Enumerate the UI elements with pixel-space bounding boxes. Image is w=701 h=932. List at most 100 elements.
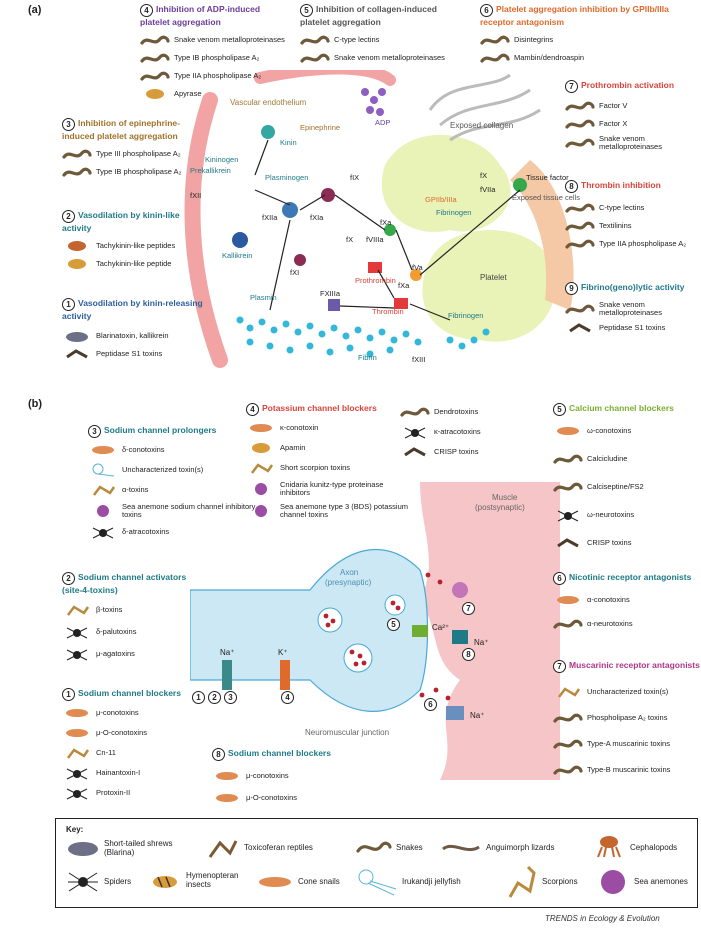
footer-credit: TRENDS in Ecology & Evolution bbox=[545, 914, 660, 923]
key-spiders: Spiders bbox=[104, 877, 132, 886]
ca-channel bbox=[412, 625, 428, 637]
label-prothrombin: Prothrombin bbox=[355, 276, 396, 285]
kallikrein-node bbox=[232, 232, 248, 248]
label-na: Na⁺ bbox=[220, 648, 234, 657]
label-fxa-2: fXa bbox=[398, 281, 410, 290]
label-fx-1: fX bbox=[480, 171, 487, 180]
marker-4: 4 bbox=[281, 691, 297, 709]
label-fxiiia: FXIIIa bbox=[320, 289, 341, 298]
label-fviiia: fVIIIa bbox=[366, 235, 384, 244]
marker-7: 7 bbox=[462, 602, 478, 620]
vessel-wall-top bbox=[254, 70, 396, 86]
tissue-factor-node bbox=[513, 178, 527, 192]
key-snakes: Snakes bbox=[396, 843, 423, 852]
key-hymenopteran: Hymenopteran insects bbox=[186, 871, 239, 889]
label-na-2: Na⁺ bbox=[474, 638, 488, 647]
label-thrombin: Thrombin bbox=[372, 307, 404, 316]
fxi-node bbox=[294, 254, 306, 266]
muscle-shape bbox=[420, 482, 560, 780]
neuromuscular-diagram: Muscle (postsynaptic) Axon (presynaptic)… bbox=[190, 482, 560, 780]
fxa-node bbox=[384, 224, 396, 236]
label-fix: fIX bbox=[350, 173, 359, 182]
label-k: K⁺ bbox=[278, 648, 288, 657]
label-na-3: Na⁺ bbox=[470, 711, 484, 720]
muscarinic-receptor bbox=[452, 582, 468, 598]
key-shrews: Short-tailed shrews (Blarina) bbox=[104, 839, 173, 857]
key-jellyfish: Irukandji jellyfish bbox=[402, 877, 461, 886]
cone-snail-icon bbox=[259, 877, 291, 887]
toxicoferan-icon bbox=[208, 840, 238, 858]
label-fxiii: fXIII bbox=[412, 355, 425, 364]
key-cone-snails: Cone snails bbox=[298, 877, 340, 886]
label-fibrin: Fibrin bbox=[358, 353, 377, 362]
jellyfish-icon bbox=[358, 869, 397, 896]
cephalopod-icon bbox=[597, 836, 621, 858]
platelet-shape-bottom bbox=[422, 230, 556, 342]
label-fibrinogen-2: Fibrinogen bbox=[448, 311, 483, 320]
fibrin-mesh bbox=[236, 316, 490, 358]
label-plasmin: Plasmin bbox=[250, 293, 277, 302]
label-fxia: fXIa bbox=[310, 213, 324, 222]
label-axon: Axon bbox=[340, 568, 358, 577]
label-prekallikrein: Prekallikrein bbox=[190, 166, 231, 175]
marker-5: 5 bbox=[387, 618, 403, 636]
group-b4-extra: Dendrotoxins κ-atracotoxins CRISP toxins bbox=[400, 405, 540, 459]
key-title: Key: bbox=[66, 825, 84, 834]
key-toxicoferan: Toxicoferan reptiles bbox=[244, 843, 313, 852]
coagulation-diagram: Vascular endothelium Exposed collagen AD… bbox=[184, 70, 580, 368]
label-postsyn: (postsynaptic) bbox=[475, 503, 525, 512]
label-presyn: (presynaptic) bbox=[325, 578, 372, 587]
prothrombin-node bbox=[368, 262, 382, 273]
marker-8: 8 bbox=[462, 648, 478, 666]
vessel-wall-left bbox=[184, 92, 228, 368]
fxiia-node bbox=[282, 202, 298, 218]
fva-node bbox=[410, 269, 422, 281]
fxiiia-node bbox=[328, 299, 340, 311]
label-exposed-tissue: Exposed tissue cells bbox=[512, 193, 580, 202]
na-channel bbox=[222, 660, 232, 690]
shrew-icon bbox=[68, 842, 98, 856]
label-adp: ADP bbox=[375, 118, 390, 127]
thrombin-node bbox=[394, 298, 408, 309]
key-sea-anemones: Sea anemones bbox=[634, 877, 688, 886]
label-tissue-factor: Tissue factor bbox=[526, 173, 569, 182]
label-ca: Ca²⁺ bbox=[432, 623, 449, 632]
label-kininogen: Kininogen bbox=[205, 155, 238, 164]
snake-icon bbox=[356, 841, 392, 853]
label-epinephrine: Epinephrine bbox=[300, 123, 340, 132]
label-muscle: Muscle bbox=[492, 493, 518, 502]
label-fxi: fXI bbox=[290, 268, 299, 277]
label-fva: fVa bbox=[412, 263, 424, 272]
label-fx-2: fX bbox=[346, 235, 353, 244]
platelet-shape-top bbox=[381, 134, 511, 232]
adp-dots bbox=[361, 88, 386, 116]
sea-anemone-icon bbox=[601, 870, 625, 894]
panel-a-label: (a) bbox=[28, 4, 42, 16]
legend-key: Key: Short-tailed shrews (Blarina) Toxic… bbox=[55, 818, 698, 908]
pathway-arrows bbox=[254, 139, 521, 321]
hymenopteran-icon bbox=[153, 876, 177, 888]
label-fibrinogen-1: Fibrinogen bbox=[436, 208, 471, 217]
label-fviia: fVIIa bbox=[480, 185, 496, 194]
panel-b-label: (b) bbox=[28, 398, 43, 410]
k-channel bbox=[280, 660, 290, 690]
neurotransmitter-dots bbox=[323, 572, 451, 701]
label-platelet: Platelet bbox=[480, 273, 507, 282]
label-kallikrein: Kallikrein bbox=[222, 251, 252, 260]
label-plasminogen: Plasminogen bbox=[265, 173, 308, 182]
